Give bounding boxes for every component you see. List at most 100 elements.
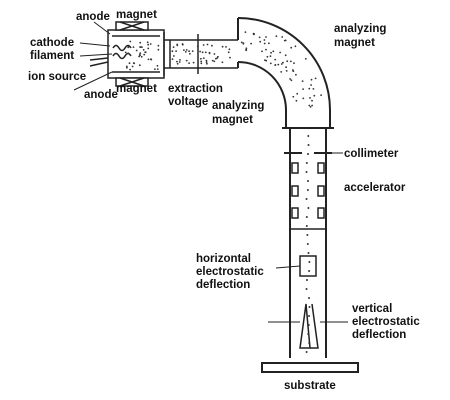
analyzing-magnet-inner bbox=[237, 61, 287, 128]
ion-particle bbox=[265, 59, 268, 62]
ion-particle bbox=[306, 189, 309, 191]
ion-particle bbox=[302, 97, 305, 100]
ion-particle bbox=[307, 207, 310, 209]
ion-particle bbox=[127, 52, 130, 55]
ion-particle bbox=[286, 60, 289, 63]
ion-particle bbox=[253, 33, 255, 36]
label-analyzing-inner-line2: magnet bbox=[212, 114, 253, 126]
ion-particle bbox=[185, 49, 188, 51]
ion-particle bbox=[139, 41, 142, 44]
ion-particle bbox=[283, 39, 286, 42]
ion-particle bbox=[307, 252, 310, 254]
label-extraction-line2: voltage bbox=[168, 96, 208, 108]
ion-particle bbox=[266, 55, 269, 58]
ion-particle bbox=[211, 44, 213, 47]
labels: anode magnet cathode filament ion source… bbox=[28, 9, 420, 392]
analyzing-magnet-outer bbox=[237, 17, 331, 128]
ion-particle bbox=[305, 351, 308, 353]
ion-particle bbox=[206, 43, 209, 46]
ion-particle bbox=[245, 47, 248, 50]
ion-particle bbox=[240, 41, 243, 44]
ion-particle bbox=[308, 297, 310, 299]
ion-particle bbox=[310, 78, 313, 81]
ion-particle bbox=[314, 77, 317, 80]
ion-particle bbox=[140, 55, 143, 58]
filament-coil bbox=[112, 44, 132, 52]
label-filament: filament bbox=[30, 50, 74, 62]
ion-particle bbox=[290, 60, 292, 63]
ion-particle bbox=[269, 62, 272, 65]
ion-particle bbox=[305, 225, 308, 227]
ion-particle bbox=[176, 44, 179, 47]
ion-particle bbox=[293, 62, 295, 64]
ion-particle bbox=[250, 42, 253, 45]
ion-particle bbox=[301, 80, 304, 82]
ion-particle bbox=[176, 60, 178, 63]
magnet-bottom-hatch-2 bbox=[119, 77, 145, 87]
ion-particle bbox=[272, 50, 275, 53]
ion-particle bbox=[156, 68, 159, 70]
ion-particle bbox=[265, 36, 267, 38]
ion-particle bbox=[245, 49, 248, 52]
label-horizontal-line1: horizontal bbox=[196, 253, 251, 265]
ion-beam bbox=[124, 31, 322, 353]
label-analyzing-outer-line1: analyzing bbox=[334, 23, 386, 35]
ion-particle bbox=[313, 94, 316, 97]
ion-particle bbox=[202, 57, 205, 59]
label-collimeter: collimeter bbox=[344, 148, 399, 160]
ion-particle bbox=[275, 35, 278, 38]
ion-particle bbox=[213, 60, 216, 63]
ion-particle bbox=[208, 52, 211, 55]
ion-particle bbox=[179, 59, 181, 61]
ion-particle bbox=[215, 57, 217, 60]
ion-particle bbox=[171, 50, 174, 53]
ion-particle bbox=[138, 54, 141, 56]
label-substrate: substrate bbox=[284, 380, 336, 392]
ion-particle bbox=[259, 40, 262, 43]
ion-particle bbox=[188, 50, 191, 53]
ion-particle bbox=[221, 45, 224, 48]
label-vertical-line2: electrostatic bbox=[352, 316, 420, 328]
ion-particle bbox=[295, 99, 298, 102]
ion-particle bbox=[178, 61, 181, 63]
ion-particle bbox=[307, 333, 310, 335]
ion-particle bbox=[292, 70, 295, 73]
ion-particle bbox=[292, 95, 295, 98]
ion-particle bbox=[309, 97, 311, 99]
ion-particle bbox=[132, 62, 135, 64]
ion-particle bbox=[157, 44, 160, 47]
ion-particle bbox=[311, 99, 313, 102]
label-analyzing-outer-line2: magnet bbox=[334, 37, 375, 49]
ion-particle bbox=[199, 50, 202, 53]
ion-particle bbox=[305, 216, 308, 218]
ion-particle bbox=[140, 46, 142, 48]
ion-particle bbox=[143, 53, 146, 56]
ion-particle bbox=[125, 65, 128, 68]
ion-particle bbox=[281, 36, 284, 38]
ion-particle bbox=[290, 46, 293, 49]
ion-particle bbox=[312, 88, 315, 90]
accelerator-electrodes bbox=[291, 162, 325, 219]
ion-particle bbox=[191, 50, 194, 52]
ion-particle bbox=[308, 342, 311, 344]
ion-particle bbox=[217, 55, 219, 58]
ion-particle bbox=[146, 41, 149, 44]
label-horizontal-line2: electrostatic bbox=[196, 266, 264, 278]
ion-particle bbox=[285, 70, 288, 72]
vertical-deflection-plates bbox=[268, 303, 348, 349]
ion-particle bbox=[263, 39, 266, 41]
ion-particle bbox=[131, 65, 134, 68]
ion-particle bbox=[139, 52, 142, 55]
ion-particle bbox=[147, 43, 150, 46]
ion-particle bbox=[201, 51, 204, 54]
ion-particle bbox=[205, 59, 208, 62]
ion-particle bbox=[144, 51, 147, 53]
ion-particle bbox=[305, 198, 308, 200]
ion-particle bbox=[156, 64, 159, 67]
ion-particle bbox=[311, 104, 313, 107]
ion-particle bbox=[261, 50, 263, 53]
feed-wire-1 bbox=[89, 57, 109, 61]
ion-particle bbox=[280, 63, 283, 65]
ion-particle bbox=[242, 42, 245, 45]
ion-particle bbox=[285, 66, 287, 69]
